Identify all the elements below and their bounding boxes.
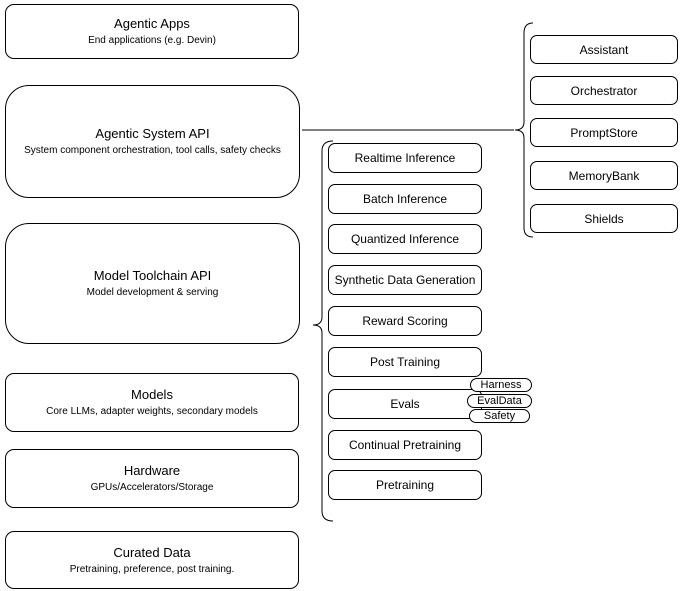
toolchain-item-label: Reward Scoring xyxy=(362,314,448,328)
eval-tag-evaldata: EvalData xyxy=(467,394,532,408)
toolchain-item-evals: Evals xyxy=(328,389,482,419)
component-label: MemoryBank xyxy=(568,168,640,183)
component-shields: Shields xyxy=(530,204,678,233)
component-promptstore: PromptStore xyxy=(530,118,678,147)
layer-models: Models Core LLMs, adapter weights, secon… xyxy=(5,373,299,432)
layer-model-toolchain-api: Model Toolchain API Model development & … xyxy=(5,223,300,344)
component-orchestrator: Orchestrator xyxy=(530,76,678,105)
toolchain-item-quantized-inference: Quantized Inference xyxy=(328,224,482,254)
toolchain-item-label: Continual Pretraining xyxy=(348,438,462,452)
layer-title: Hardware xyxy=(123,463,181,478)
toolchain-item-continual-pretraining: Continual Pretraining xyxy=(328,430,482,460)
toolchain-item-batch-inference: Batch Inference xyxy=(328,184,482,214)
toolchain-item-synthetic-data-generation: Synthetic Data Generation xyxy=(328,265,482,295)
layer-subtitle: Core LLMs, adapter weights, secondary mo… xyxy=(46,406,258,417)
layer-curated-data: Curated Data Pretraining, preference, po… xyxy=(5,531,299,589)
layer-subtitle: System component orchestration, tool cal… xyxy=(24,145,281,156)
layer-title: Models xyxy=(131,387,173,402)
eval-tag-label: EvalData xyxy=(477,395,522,407)
toolchain-item-realtime-inference: Realtime Inference xyxy=(328,143,482,173)
eval-tag-label: Harness xyxy=(480,379,522,391)
layer-subtitle: Model development & serving xyxy=(86,287,219,298)
layer-agentic-system-api: Agentic System API System component orch… xyxy=(5,85,300,198)
eval-tag-safety: Safety xyxy=(469,409,530,423)
toolchain-item-label: Quantized Inference xyxy=(350,232,460,246)
layer-agentic-apps: Agentic Apps End applications (e.g. Devi… xyxy=(5,4,299,59)
layer-title: Agentic Apps xyxy=(114,16,190,31)
toolchain-item-post-training: Post Training xyxy=(328,347,482,377)
toolchain-item-label: Realtime Inference xyxy=(354,151,456,165)
component-label: PromptStore xyxy=(570,125,638,140)
toolchain-item-pretraining: Pretraining xyxy=(328,470,482,500)
component-assistant: Assistant xyxy=(530,35,678,64)
layer-title: Agentic System API xyxy=(95,126,210,141)
layer-subtitle: GPUs/Accelerators/Storage xyxy=(90,482,214,493)
component-memorybank: MemoryBank xyxy=(530,161,678,190)
layer-title: Curated Data xyxy=(113,544,191,560)
component-label: Orchestrator xyxy=(570,83,638,98)
eval-tag-label: Safety xyxy=(483,410,516,422)
toolchain-item-reward-scoring: Reward Scoring xyxy=(328,306,482,336)
toolchain-item-label: Synthetic Data Generation xyxy=(334,273,476,287)
toolchain-item-label: Evals xyxy=(390,397,420,411)
eval-tag-harness: Harness xyxy=(470,378,532,392)
layer-subtitle: Pretraining, preference, post training. xyxy=(69,563,235,575)
layer-title: Model Toolchain API xyxy=(93,268,212,283)
toolchain-item-label: Batch Inference xyxy=(362,192,448,206)
toolchain-item-label: Pretraining xyxy=(375,478,435,492)
component-label: Assistant xyxy=(579,42,629,57)
component-label: Shields xyxy=(584,211,624,226)
toolchain-item-label: Post Training xyxy=(369,355,441,369)
layer-subtitle: End applications (e.g. Devin) xyxy=(88,35,216,46)
layer-hardware: Hardware GPUs/Accelerators/Storage xyxy=(5,449,299,508)
